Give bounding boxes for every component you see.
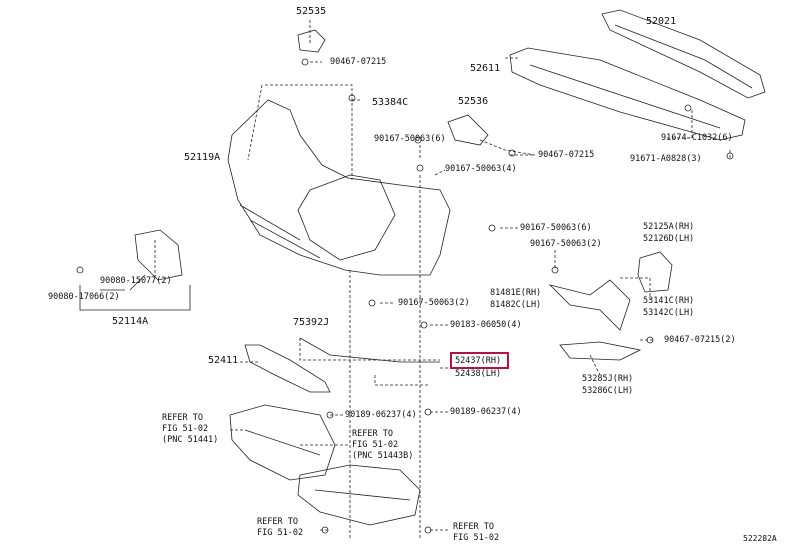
seal-81481e xyxy=(548,279,631,331)
bracket-52114a xyxy=(134,229,183,281)
refer-note-1-line2: FIG 51-02 xyxy=(162,424,209,434)
part-label-90167-b: 90167-50063(4) xyxy=(445,164,517,174)
reinforcement-52021 xyxy=(601,9,766,99)
refer-note-1-line1: REFER TO xyxy=(162,413,203,423)
part-label-91671: 91671-A0828(3) xyxy=(630,154,702,164)
absorber-52611 xyxy=(509,47,746,141)
refer-note-2-line1: REFER TO xyxy=(352,429,393,439)
refer-note-2-line2: FIG 51-02 xyxy=(352,440,399,450)
part-label-90167-d: 90167-50063(2) xyxy=(530,239,602,249)
part-label-90467-mid: 90467-07215 xyxy=(538,150,595,160)
part-label-52535: 52535 xyxy=(296,6,327,17)
retainer-52536 xyxy=(447,114,489,146)
bracket-52535 xyxy=(297,29,326,53)
figure-code: 522282A xyxy=(743,534,777,543)
part-label-52411: 52411 xyxy=(208,355,239,366)
solid-leaders xyxy=(79,274,191,311)
part-label-52119a: 52119A xyxy=(184,152,221,163)
part-label-52438: 52438(LH) xyxy=(455,369,502,379)
part-label-52114a: 52114A xyxy=(112,316,149,327)
part-label-90167-e: 90167-50063(2) xyxy=(398,298,470,308)
part-label-75392j: 75392J xyxy=(293,317,330,328)
under-cover-right xyxy=(297,464,421,526)
seal-52437 xyxy=(299,337,440,363)
refer-note-1-line3: (PNC 51441) xyxy=(162,435,219,445)
refer-note-2-line3: (PNC 51443B) xyxy=(352,451,414,461)
leader-lines xyxy=(154,20,731,540)
part-label-52021: 52021 xyxy=(646,16,677,27)
part-label-90183: 90183-06050(4) xyxy=(450,320,522,330)
part-label-52611: 52611 xyxy=(470,63,501,74)
part-label-53285j: 53285J(RH) xyxy=(582,374,634,384)
part-label-91674: 91674-C1032(6) xyxy=(661,133,733,143)
part-label-52125a: 52125A(RH) xyxy=(643,222,695,232)
refer-note-4-line1: REFER TO xyxy=(453,522,494,532)
part-label-90080-17066: 90080-17066(2) xyxy=(48,292,120,302)
refer-note-4-line2: FIG 51-02 xyxy=(453,533,500,543)
highlight-box xyxy=(450,352,509,369)
part-label-90467-top: 90467-07215 xyxy=(330,57,387,67)
part-label-81482c: 81482C(LH) xyxy=(490,300,542,310)
part-label-52536: 52536 xyxy=(458,96,489,107)
part-label-52126d: 52126D(LH) xyxy=(643,234,695,244)
part-label-53141c: 53141C(RH) xyxy=(643,296,695,306)
part-label-90080-15077: 90080-15077(2) xyxy=(100,276,172,286)
part-label-81481e: 81481E(RH) xyxy=(490,288,542,298)
part-label-90189-left: 90189-06237(4) xyxy=(345,410,417,420)
part-label-90467-right: 90467-07215(2) xyxy=(664,335,736,345)
retainer-53285j xyxy=(559,341,642,361)
part-label-90167-a: 90167-50063(6) xyxy=(374,134,446,144)
bumper-cover-52119a xyxy=(227,99,451,276)
part-label-90167-c: 90167-50063(6) xyxy=(520,223,592,233)
part-label-53286c: 53286C(LH) xyxy=(582,386,634,396)
part-label-90189-right: 90189-06237(4) xyxy=(450,407,522,417)
part-label-53142c: 53142C(LH) xyxy=(643,308,695,318)
refer-note-3-line2: FIG 51-02 xyxy=(257,528,304,538)
part-label-52437: 52437(RH) xyxy=(455,356,502,366)
molding-52411 xyxy=(244,344,331,393)
part-label-53384c: 53384C xyxy=(372,97,409,108)
refer-note-3-line1: REFER TO xyxy=(257,517,298,527)
bracket-52125a xyxy=(637,251,673,293)
under-cover-left xyxy=(229,404,336,481)
